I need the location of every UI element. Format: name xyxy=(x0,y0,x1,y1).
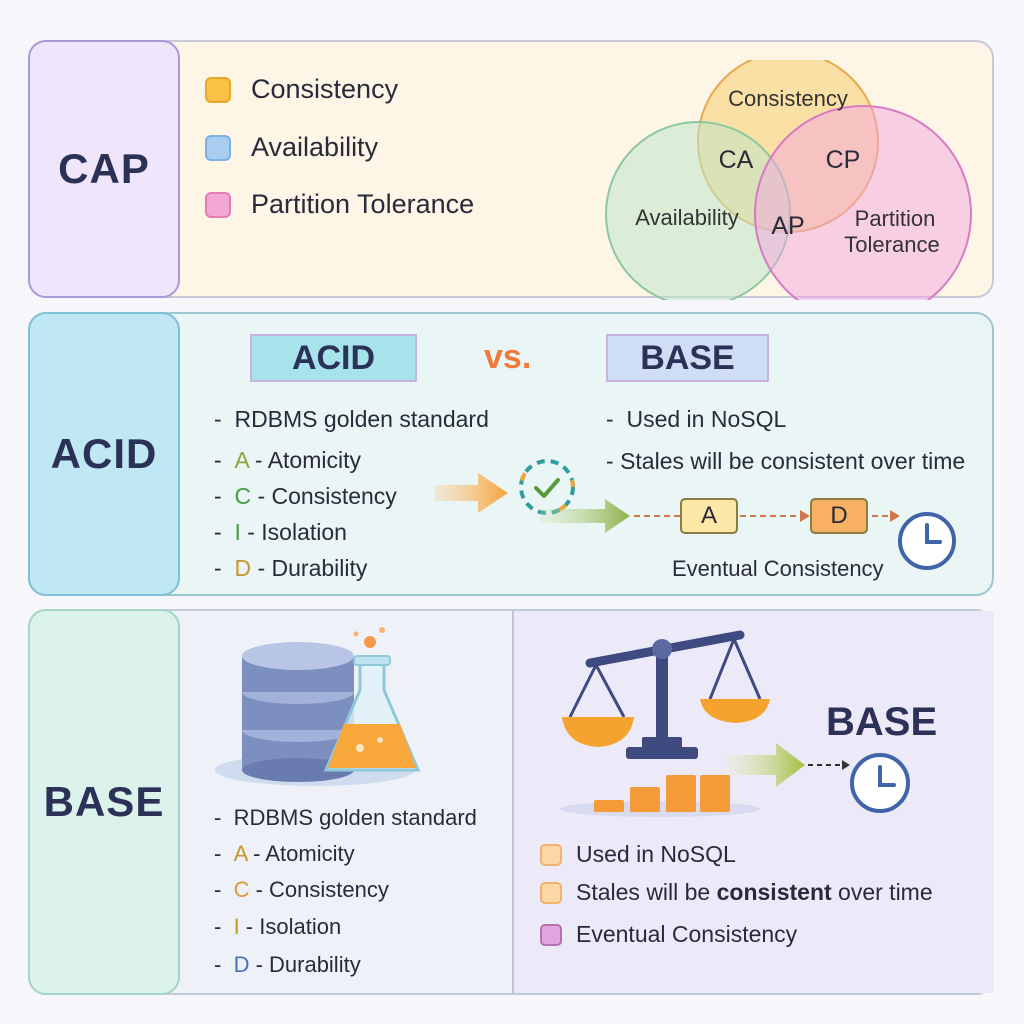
checkbox-swatch xyxy=(540,881,562,904)
dashed-ring-accent xyxy=(519,459,575,515)
base-left-item: - D - Durability xyxy=(214,952,361,977)
balance-scale-illustration xyxy=(560,630,910,817)
legend-item-availability: Availability xyxy=(205,132,378,163)
acid-term: - Consistency xyxy=(251,483,397,509)
green-arrow-icon xyxy=(540,499,630,533)
base-left-item: - C - Consistency xyxy=(214,877,389,902)
base-left-intro: - RDBMS golden standard xyxy=(214,805,477,830)
flow-box-label: A xyxy=(700,502,717,529)
check-text: Used in NoSQL xyxy=(576,841,736,867)
base-list-text: Stales will be consistent over time xyxy=(620,448,966,474)
acid-panel xyxy=(28,312,994,596)
venn-label-availability: Availability xyxy=(635,205,739,230)
acid-letter: I xyxy=(234,519,241,545)
database-flask-illustration xyxy=(215,627,421,786)
venn-label-partition-1: Partition xyxy=(855,206,936,231)
base-letter: A xyxy=(233,841,248,866)
base-right-title: BASE xyxy=(826,700,938,744)
base-intro-text: RDBMS golden standard xyxy=(233,805,477,830)
eventual-consistency-caption: Eventual Consistency xyxy=(672,556,884,581)
acid-tab-label: ACID xyxy=(50,430,158,477)
acid-term: - Atomicity xyxy=(248,447,361,473)
check-text-post: over time xyxy=(831,879,933,905)
acid-list-item: - C - Consistency xyxy=(214,483,397,509)
acid-term: - Durability xyxy=(251,555,368,581)
cap-tab-label: CAP xyxy=(58,145,150,192)
check-text: Eventual Consistency xyxy=(576,921,798,947)
base-left-item: - A - Atomicity xyxy=(214,841,355,866)
availability-swatch xyxy=(205,134,231,161)
acid-heading: ACID xyxy=(250,334,417,382)
cap-tab: CAP xyxy=(28,40,180,298)
checkbox-swatch xyxy=(540,923,562,946)
legend-item-partition: Partition Tolerance xyxy=(205,189,474,220)
base-term: - Atomicity xyxy=(247,841,355,866)
venn-region-ca: CA xyxy=(719,146,754,174)
base-term: - Durability xyxy=(249,952,361,977)
legend-label: Partition Tolerance xyxy=(251,189,475,219)
legend-label: Consistency xyxy=(251,74,399,104)
base-list-item: - Stales will be consistent over time xyxy=(606,448,966,474)
acid-letter: A xyxy=(234,447,249,473)
base-check-item: Used in NoSQL xyxy=(540,841,736,868)
consistency-swatch xyxy=(205,76,231,103)
venn-circle-partition xyxy=(754,105,972,300)
arrowhead-icon xyxy=(890,510,900,522)
base-left-item: - I - Isolation xyxy=(214,914,342,939)
legend-label: Availability xyxy=(251,132,379,162)
check-text: Stales will be xyxy=(576,879,717,905)
partition-swatch xyxy=(205,191,231,218)
venn-region-ap: AP xyxy=(771,212,804,240)
base-check-item: Eventual Consistency xyxy=(540,921,797,948)
acid-list-item: - A - Atomicity xyxy=(214,447,361,473)
acid-flow-graphic xyxy=(435,459,956,570)
legend-item-consistency: Consistency xyxy=(205,74,398,105)
base-term: - Consistency xyxy=(249,877,389,902)
acid-list-intro: - RDBMS golden standard xyxy=(214,406,489,432)
base-term: - Isolation xyxy=(239,914,342,939)
acid-letter: C xyxy=(234,483,252,509)
base-list-item: - Used in NoSQL xyxy=(606,406,787,432)
check-text-bold: consistent xyxy=(716,879,832,905)
acid-intro-text: RDBMS golden standard xyxy=(234,406,489,432)
base-tab: BASE xyxy=(28,609,180,995)
base-check-item: Stales will be consistent over time xyxy=(540,879,933,906)
acid-letter: D xyxy=(234,555,252,581)
balance-scale-icon xyxy=(562,630,770,759)
acid-list-item: - I - Isolation xyxy=(214,519,347,545)
base-letter: C xyxy=(233,877,250,902)
green-arrow-icon xyxy=(726,743,805,787)
acid-list-item: - D - Durability xyxy=(214,555,368,581)
venn-label-consistency: Consistency xyxy=(728,86,848,111)
base-tab-label: BASE xyxy=(43,778,165,825)
base-letter: D xyxy=(233,952,250,977)
flask-icon xyxy=(323,627,421,772)
check-icon xyxy=(534,478,560,498)
cap-venn-diagram: Consistency Availability Partition Toler… xyxy=(605,60,972,300)
flow-box-d: D xyxy=(810,498,868,534)
acid-heading-label: ACID xyxy=(291,338,376,377)
venn-region-cp: CP xyxy=(826,146,861,174)
arrowhead-icon xyxy=(842,760,850,770)
acid-term: - Isolation xyxy=(240,519,347,545)
checkbox-swatch xyxy=(540,843,562,866)
vs-label: vs. xyxy=(484,338,532,376)
base-heading-label: BASE xyxy=(640,338,735,377)
acid-tab: ACID xyxy=(28,312,180,596)
arrowhead-icon xyxy=(800,510,810,522)
flow-box-a: A xyxy=(680,498,738,534)
flow-box-label: D xyxy=(830,502,848,529)
clock-hands xyxy=(878,765,896,787)
venn-label-partition-2: Tolerance xyxy=(844,232,939,257)
clock-hands xyxy=(925,523,942,544)
base-list-text: Used in NoSQL xyxy=(626,406,787,432)
base-heading: BASE xyxy=(606,334,769,382)
orange-arrow-icon xyxy=(435,473,508,513)
base-letter: I xyxy=(233,914,240,939)
database-icon xyxy=(242,642,354,782)
bar-blocks-icon xyxy=(560,775,760,817)
